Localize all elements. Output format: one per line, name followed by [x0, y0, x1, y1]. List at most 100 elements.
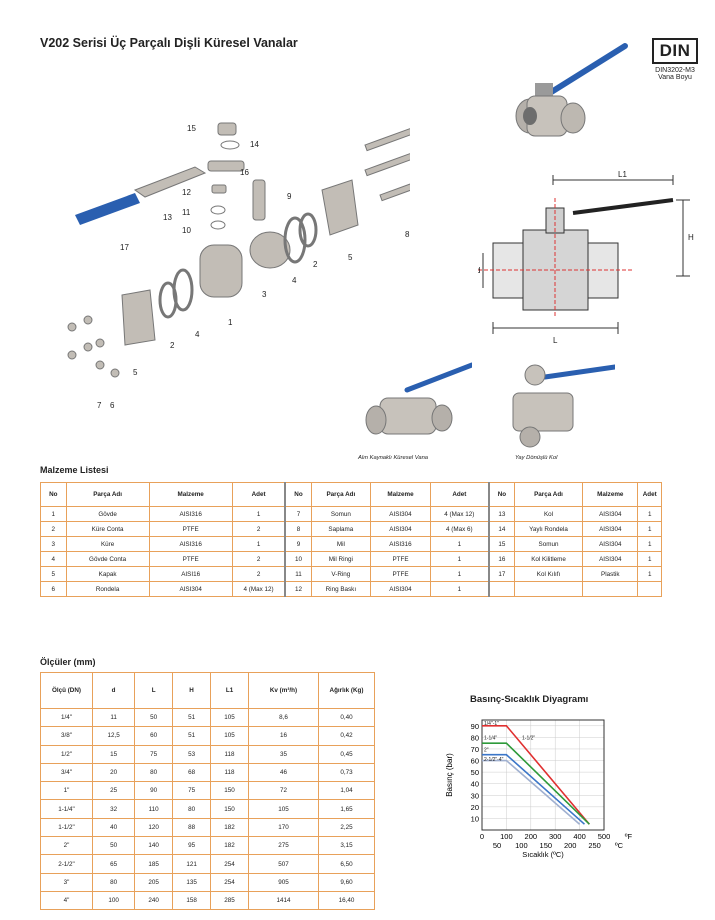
materials-title: Malzeme Listesi: [40, 465, 109, 475]
table-cell: 4: [40, 551, 67, 567]
table-cell: AISI304: [582, 551, 639, 567]
col-header: Ağırlık (Kg): [318, 672, 375, 709]
series-annotation: 2-1/2"-4": [484, 757, 504, 763]
table-cell: AISI304: [148, 581, 233, 597]
x-tick-label-f: 400: [573, 832, 586, 841]
table-cell: AISI304: [582, 536, 639, 552]
y-tick-label: 20: [471, 803, 479, 812]
table-cell: 120: [134, 817, 174, 838]
table-cell: 140: [134, 836, 174, 856]
table-cell: [513, 581, 584, 597]
table-cell: 4 (Max 6): [429, 521, 490, 537]
table-cell: 15: [91, 744, 136, 764]
table-cell: 2: [231, 551, 286, 567]
y-axis-label: Basınç (bar): [445, 753, 454, 797]
table-cell: 53: [172, 744, 212, 764]
table-cell: 51: [172, 707, 212, 728]
x-tick-label-c: ºC: [615, 841, 624, 850]
table-cell: 3/4": [40, 762, 93, 783]
col-header: Adet: [429, 482, 490, 507]
col-header: No: [487, 482, 515, 507]
table-cell: 40: [91, 817, 136, 838]
series-line: [482, 724, 590, 825]
table-cell: 1-1/2": [40, 817, 93, 838]
y-tick-label: 30: [471, 791, 479, 800]
series-line: [482, 759, 581, 825]
table-cell: 60: [134, 726, 174, 746]
y-tick-label: 60: [471, 757, 479, 766]
table-cell: 14: [487, 521, 515, 537]
table-cell: 75: [134, 744, 174, 764]
table-cell: 9: [284, 536, 312, 552]
table-cell: 1-1/4": [40, 799, 93, 819]
table-cell: AISI304: [582, 506, 639, 522]
table-cell: 35: [248, 744, 319, 764]
col-header: Malzeme: [582, 482, 639, 507]
table-cell: [637, 581, 662, 597]
col-header: Parça Adı: [65, 482, 150, 507]
x-tick-label-f: 200: [525, 832, 538, 841]
table-cell: 16: [487, 551, 515, 567]
col-header: No: [284, 482, 312, 507]
table-cell: 32: [91, 799, 136, 819]
part-label: 15: [187, 124, 196, 133]
table-cell: 15: [487, 536, 515, 552]
chart-title: Basınç-Sıcaklık Diyagramı: [470, 694, 589, 705]
table-cell: Küre: [65, 536, 150, 552]
table-cell: 2": [40, 836, 93, 856]
table-cell: 1,65: [318, 799, 375, 819]
table-cell: [487, 581, 515, 597]
table-cell: 11: [91, 707, 136, 728]
table-cell: AISI16: [148, 566, 233, 582]
y-tick-label: 80: [471, 733, 479, 742]
table-cell: 50: [134, 707, 174, 728]
table-cell: 507: [248, 854, 319, 874]
table-cell: 3,15: [318, 836, 375, 856]
part-label: 2: [170, 341, 175, 350]
table-cell: 182: [210, 836, 249, 856]
x-tick-label-c: 50: [493, 841, 501, 850]
table-cell: 1: [429, 566, 490, 582]
part-label: 11: [182, 208, 191, 217]
materials-table: No Parça Adı Malzeme Adet No Parça Adı M…: [40, 482, 662, 597]
table-cell: Kol: [513, 506, 584, 522]
din-logo: DIN DIN3202-M3 Vana Boyu: [652, 38, 698, 81]
valve-photo-top: [515, 43, 628, 137]
table-cell: 1/4": [40, 707, 93, 728]
table-cell: Gövde Conta: [65, 551, 150, 567]
spring-handle-valve-photo: [512, 364, 615, 448]
table-cell: 51: [172, 726, 212, 746]
x-tick-label-f: 300: [549, 832, 562, 841]
table-cell: 16,40: [318, 890, 375, 911]
x-tick-label-c: 200: [564, 841, 577, 850]
table-cell: 150: [210, 799, 249, 819]
table-cell: 1: [637, 536, 662, 552]
col-header: L: [134, 672, 174, 709]
table-cell: 110: [134, 799, 174, 819]
part-label: 12: [182, 188, 191, 197]
table-cell: 150: [210, 781, 249, 801]
col-header: H: [172, 672, 212, 709]
table-cell: 3/8": [40, 726, 93, 746]
y-tick-label: 70: [471, 745, 479, 754]
table-cell: 1: [231, 536, 286, 552]
table-cell: 1: [231, 506, 286, 522]
table-cell: 275: [248, 836, 319, 856]
col-header: Malzeme: [370, 482, 431, 507]
table-cell: 2: [40, 521, 67, 537]
col-header: Adet: [231, 482, 286, 507]
table-cell: Rondela: [65, 581, 150, 597]
table-cell: Kapak: [65, 566, 150, 582]
table-cell: Ring Baskı: [310, 581, 372, 597]
table-cell: [582, 581, 639, 597]
table-cell: 95: [172, 836, 212, 856]
table-cell: 182: [210, 817, 249, 838]
table-cell: AISI316: [148, 536, 233, 552]
table-cell: 75: [172, 781, 212, 801]
